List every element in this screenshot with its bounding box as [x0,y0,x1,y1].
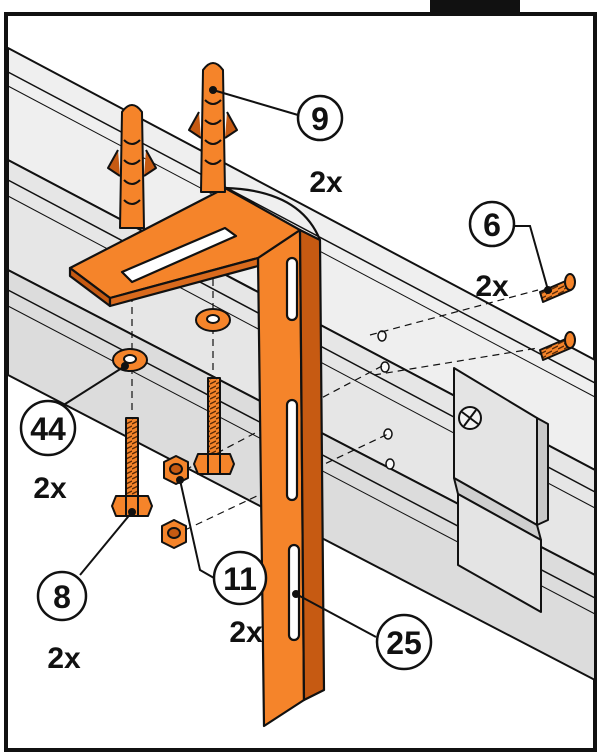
callout-9: 9 2x [296,94,344,199]
callout-25: 25 2x [229,613,433,671]
hex-nut-upper [163,455,189,485]
callout-8-qty: 2x [47,642,81,675]
callout-6: 6 2x [468,200,516,303]
callout-44-label: 44 [30,411,66,447]
screw-lower [539,331,576,361]
callout-44: 44 2x [19,399,77,505]
wall-anchor-right [188,62,238,193]
wall-anchor-left [107,104,157,229]
washer-left [112,348,148,372]
callout-11: 11 [212,550,268,606]
callout-8-label: 8 [53,579,71,615]
frame-tab [430,0,520,16]
callout-9-label: 9 [311,101,329,137]
callout-11-label: 11 [223,561,257,597]
screw-upper [539,273,576,303]
callout-6-label: 6 [483,207,501,243]
leader-lines [61,86,552,638]
callout-6-qty: 2x [475,270,509,303]
callout-8: 8 2x [36,570,88,675]
callout-25-label: 25 [386,625,422,661]
rail-holes [377,330,395,470]
joint-plate [453,367,549,613]
washer-right [195,308,231,332]
hex-bolt-left [111,417,153,517]
hex-nut-lower [161,519,187,549]
callout-25-qty: 2x [229,616,263,649]
callout-9-qty: 2x [309,166,343,199]
callout-44-qty: 2x [33,472,67,505]
hex-bolt-right [193,377,235,475]
